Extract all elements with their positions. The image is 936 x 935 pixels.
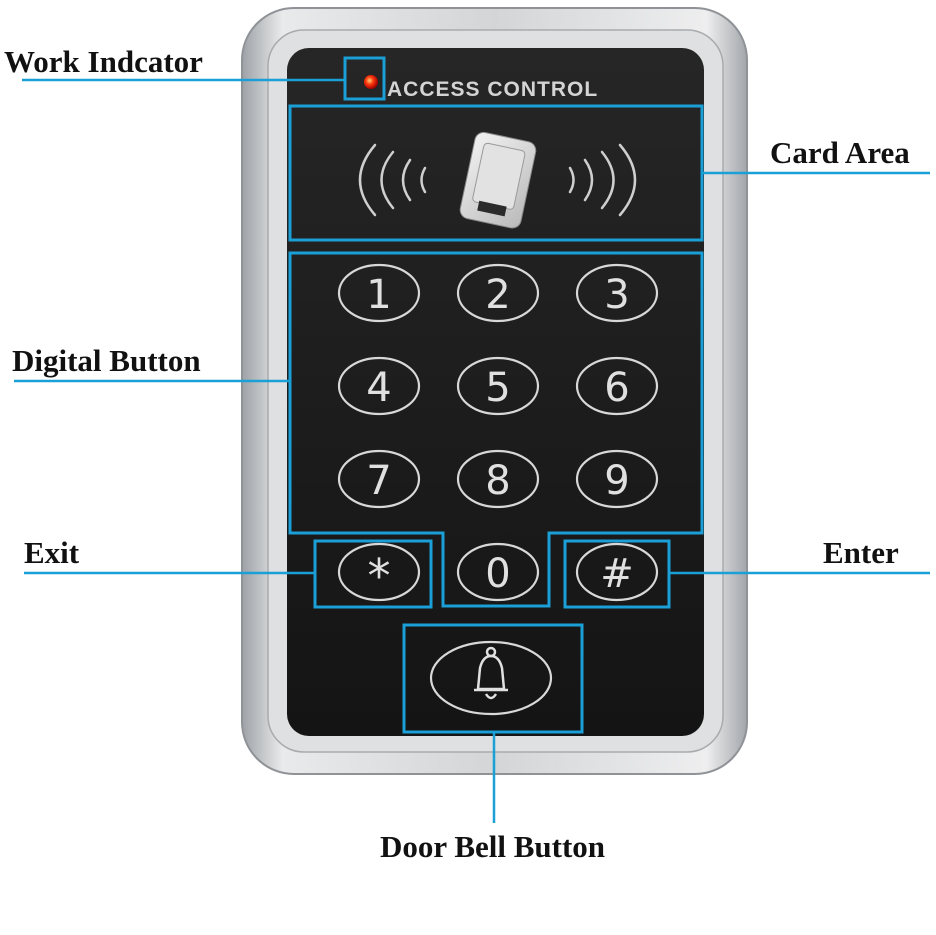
key-2-label: 2 [485, 272, 510, 318]
key-0[interactable]: 0 [456, 542, 540, 602]
key-5-label: 5 [485, 365, 510, 411]
key-9-label: 9 [604, 458, 629, 504]
key-8-label: 8 [485, 458, 510, 504]
brand-text: ACCESS CONTROL [387, 78, 598, 101]
key-6-label: 6 [604, 365, 629, 411]
exit-label: Exit [24, 535, 80, 570]
card-icon [459, 131, 537, 229]
door-bell-button-label: Door Bell Button [380, 829, 606, 864]
key-4[interactable]: 4 [337, 356, 421, 416]
rfid-wave-icon-left [358, 143, 427, 217]
key-0-label: 0 [485, 551, 510, 597]
key-2[interactable]: 2 [456, 263, 540, 323]
key-7-label: 7 [366, 458, 391, 504]
key-6[interactable]: 6 [575, 356, 659, 416]
key-hash-label: # [600, 551, 634, 597]
keypad-panel [287, 48, 704, 736]
digital-button-label: Digital Button [12, 343, 201, 378]
work-indicator-label: Work Indcator [4, 44, 203, 79]
key-1[interactable]: 1 [337, 263, 421, 323]
enter-label: Enter [823, 535, 899, 570]
key-5[interactable]: 5 [456, 356, 540, 416]
key-4-label: 4 [366, 365, 391, 411]
door-bell-button[interactable] [429, 640, 553, 716]
rfid-wave-icon-right [568, 143, 637, 217]
leader-lines [14, 78, 930, 823]
key-7[interactable]: 7 [337, 449, 421, 509]
key-hash-enter[interactable]: # [575, 542, 659, 602]
card-area-label: Card Area [770, 135, 910, 170]
work-indicator-box [343, 56, 386, 101]
key-9[interactable]: 9 [575, 449, 659, 509]
key-3[interactable]: 3 [575, 263, 659, 323]
work-indicator-led [364, 75, 378, 89]
key-star-exit[interactable]: * [337, 542, 421, 603]
key-1-label: 1 [366, 272, 391, 318]
digital-button-box [288, 251, 704, 608]
bell-icon [474, 646, 508, 700]
key-star-label: * [368, 549, 391, 603]
key-3-label: 3 [604, 272, 629, 318]
key-8[interactable]: 8 [456, 449, 540, 509]
